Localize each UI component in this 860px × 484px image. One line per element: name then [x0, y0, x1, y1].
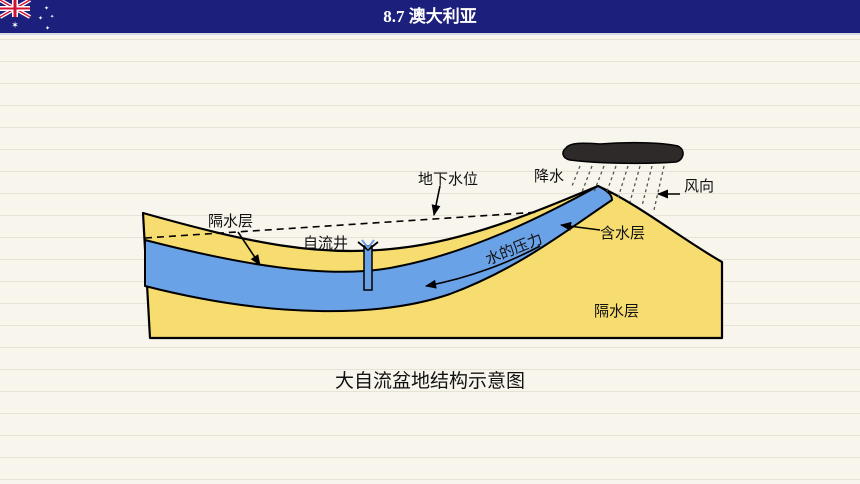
aquifer-layer — [144, 185, 613, 313]
cloud-icon — [562, 141, 684, 165]
australia-flag-icon: ✶ ✦ ✦ ✦ ✦ — [0, 0, 58, 33]
label-artesian-well: 自流井 — [303, 234, 349, 252]
artesian-well — [363, 245, 373, 291]
confining-layer-arrow — [237, 231, 261, 266]
svg-text:✦: ✦ — [38, 15, 43, 22]
svg-text:✶: ✶ — [11, 21, 19, 31]
diagram-caption: 大自流盆地结构示意图 — [334, 370, 525, 392]
title-bar: ✶ ✦ ✦ ✦ ✦ 8.7 澳大利亚 — [0, 0, 860, 35]
water-table-line — [144, 211, 541, 239]
pressure-arrow — [424, 245, 541, 289]
svg-text:✦: ✦ — [45, 25, 50, 32]
page-title: 8.7 澳大利亚 — [383, 7, 477, 26]
aquifer-arrow — [559, 221, 601, 231]
label-confining-layer-lower: 隔水层 — [594, 302, 640, 320]
well-spray-icon — [357, 241, 379, 252]
label-confining-layer-upper: 隔水层 — [208, 212, 254, 230]
svg-text:✦: ✦ — [44, 5, 49, 12]
label-precipitation: 降水 — [534, 167, 565, 185]
rain-icon — [571, 165, 665, 211]
svg-text:✦: ✦ — [50, 14, 54, 20]
water-table-arrow — [431, 185, 441, 217]
label-water-table: 地下水位 — [418, 170, 479, 188]
label-wind-direction: 风向 — [684, 177, 715, 195]
label-aquifer: 含水层 — [600, 224, 646, 242]
